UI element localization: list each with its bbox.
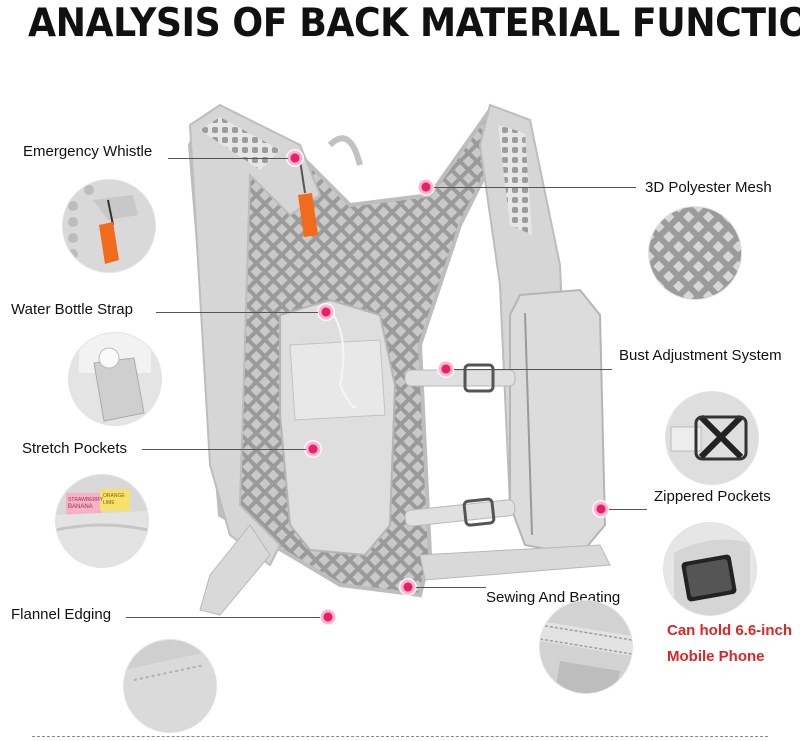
page-title: ANALYSIS OF BACK MATERIAL FUNCTION: [28, 1, 800, 46]
leader-flannel: [126, 617, 320, 618]
bottom-dashed-divider: [32, 736, 768, 737]
thumb-phone-pocket: [664, 523, 756, 615]
marker-sewing: [399, 578, 417, 596]
thumb-mesh: [649, 207, 741, 299]
thumb-tag-text-2: BANANA: [68, 504, 93, 510]
label-emergency-whistle: Emergency Whistle: [23, 143, 153, 160]
leader-bust: [454, 369, 612, 370]
marker-bottle-strap: [317, 303, 335, 321]
thumb-flannel: [124, 640, 216, 732]
leader-mesh: [434, 187, 636, 188]
label-flannel-edging: Flannel Edging: [11, 606, 112, 623]
leader-whistle: [168, 158, 288, 159]
thumb-stretch-pocket: STRAWBERRY BANANA ORANGE LIME: [56, 475, 148, 567]
marker-stretch: [304, 440, 322, 458]
leader-sewing: [416, 587, 486, 588]
thumb-buckle: [666, 392, 758, 484]
thumb-sewing: [540, 601, 632, 693]
thumb-tag-text-1: STRAWBERRY: [68, 497, 104, 503]
label-bust-adjustment: Bust Adjustment System: [619, 347, 782, 364]
label-phone-line1: Can hold 6.6-inch: [667, 622, 793, 639]
label-polyester-mesh: 3D Polyester Mesh: [645, 179, 772, 196]
label-phone-line2: Mobile Phone: [667, 648, 765, 665]
vest-illustration: [180, 85, 620, 645]
label-zippered-pockets: Zippered Pockets: [654, 488, 771, 505]
thumb-tag-text-3: ORANGE: [103, 493, 125, 499]
leader-bottle-strap: [156, 312, 318, 313]
marker-whistle: [286, 149, 304, 167]
marker-bust: [437, 360, 455, 378]
leader-stretch: [142, 449, 306, 450]
thumb-tag-text-4: LIME: [103, 500, 115, 506]
label-stretch-pockets: Stretch Pockets: [22, 440, 128, 457]
leader-zipper: [609, 509, 647, 510]
thumb-whistle: [63, 180, 155, 272]
marker-zipper: [592, 500, 610, 518]
label-water-bottle-strap: Water Bottle Strap: [11, 301, 133, 318]
marker-flannel: [319, 608, 337, 626]
marker-mesh: [417, 178, 435, 196]
thumb-bottle: [69, 333, 161, 425]
